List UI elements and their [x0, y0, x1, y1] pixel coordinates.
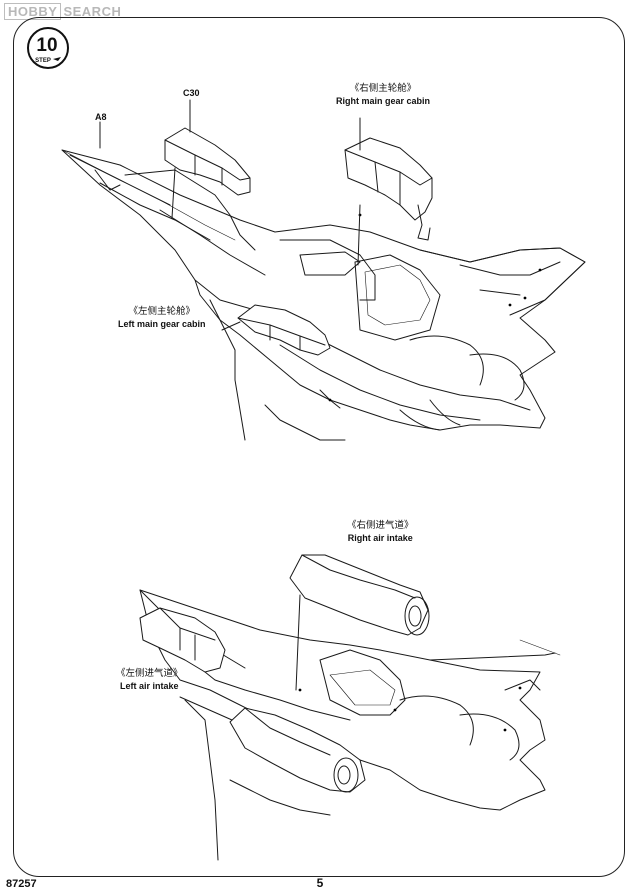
right-air-intake-cn: 《右侧进气道》 [347, 520, 414, 531]
left-air-intake-callout: 《左侧进气道》 Left air intake [116, 668, 183, 692]
left-main-gear-cabin-callout: 《左侧主轮舱》 Left main gear cabin [118, 306, 206, 330]
right-main-gear-cabin-cn: 《右侧主轮舱》 [349, 83, 417, 94]
page-number: 5 [316, 876, 324, 890]
right-main-gear-cabin-callout: 《右侧主轮舱》 Right main gear cabin [336, 83, 430, 107]
lower-fuselage-drawing [139, 589, 556, 861]
left-main-gear-cabin-en: Left main gear cabin [118, 319, 206, 329]
step-number: 10 [36, 35, 57, 56]
left-air-intake-en: Left air intake [119, 681, 179, 691]
step-label: STEP [35, 58, 51, 64]
left-air-intake-drawing [179, 696, 366, 793]
left-air-intake-cn: 《左侧进气道》 [116, 668, 183, 679]
part-c30-drawing [164, 99, 251, 219]
watermark-brand: HOBBY [4, 3, 62, 20]
left-main-gear-cabin-drawing [221, 304, 331, 356]
right-air-intake-en: Right air intake [347, 533, 413, 543]
right-main-gear-cabin-en: Right main gear cabin [336, 96, 431, 106]
part-c30-label: C30 [183, 88, 200, 98]
watermark-text: SEARCH [63, 4, 122, 19]
right-air-intake-callout: 《右侧进气道》 Right air intake [347, 520, 414, 544]
right-air-intake-drawing [289, 554, 430, 691]
right-main-gear-cabin-drawing [344, 117, 433, 266]
page-frame [13, 17, 625, 877]
kit-number: 87257 [6, 878, 37, 890]
step-badge: 10 STEP [27, 27, 69, 69]
upper-fuselage-drawing [61, 149, 586, 441]
left-main-gear-cabin-cn: 《左侧主轮舱》 [128, 306, 196, 317]
part-a8-label: A8 [95, 112, 107, 122]
